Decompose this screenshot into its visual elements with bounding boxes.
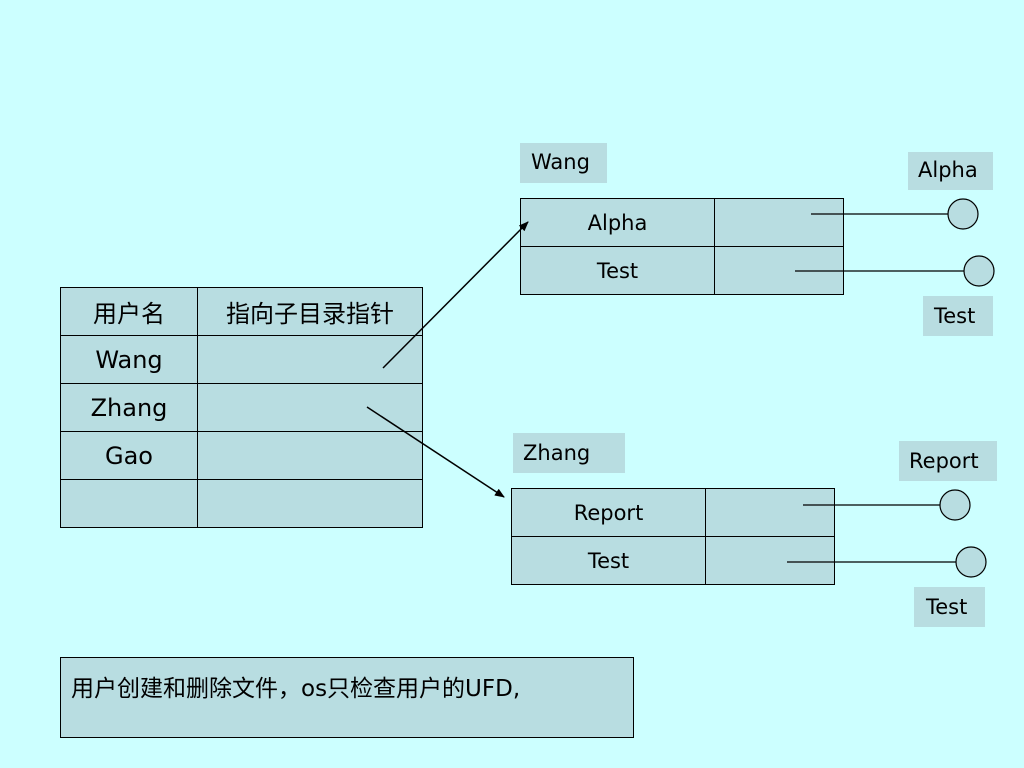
file-label-test-wang: Test <box>923 296 993 336</box>
user-name-cell: Zhang <box>60 383 198 432</box>
pointer-cell <box>197 383 423 432</box>
file-name-cell: Test <box>511 536 706 585</box>
file-label-test-zhang: Test <box>914 587 985 627</box>
table-row: Test <box>511 536 835 585</box>
user-name-cell: Gao <box>60 431 198 480</box>
file-label-alpha: Alpha <box>908 152 993 190</box>
table-row <box>60 479 423 528</box>
zhang-dir-title: Zhang <box>513 433 625 473</box>
caption-text: 用户创建和删除文件，os只检查用户的UFD, <box>71 676 521 702</box>
header-username: 用户名 <box>60 287 198 336</box>
user-table: 用户名 指向子目录指针 Wang Zhang Gao <box>60 287 423 528</box>
table-row: Report <box>511 488 835 537</box>
wang-dir-title: Wang <box>520 143 607 183</box>
table-row: Zhang <box>60 383 423 432</box>
header-subdir-pointer: 指向子目录指针 <box>197 287 423 336</box>
file-node-test-zhang <box>955 546 987 578</box>
file-pointer-cell <box>714 198 844 247</box>
pointer-cell <box>197 479 423 528</box>
file-label-report: Report <box>899 441 997 481</box>
user-name-cell <box>60 479 198 528</box>
file-name-cell: Report <box>511 488 706 537</box>
zhang-directory-table: Report Test <box>511 488 835 585</box>
file-name-cell: Alpha <box>520 198 715 247</box>
pointer-arrow-wang <box>382 221 529 369</box>
pointer-arrow-zhang <box>366 406 505 498</box>
caption-box: 用户创建和删除文件，os只检查用户的UFD, <box>60 657 634 738</box>
user-table-header-row: 用户名 指向子目录指针 <box>60 287 423 336</box>
file-pointer-cell <box>705 536 835 585</box>
file-node-alpha <box>947 198 979 230</box>
file-node-report <box>939 489 971 521</box>
file-node-test-wang <box>963 255 995 287</box>
pointer-cell <box>197 335 423 384</box>
table-row: Alpha <box>520 198 844 247</box>
file-name-cell: Test <box>520 246 715 295</box>
